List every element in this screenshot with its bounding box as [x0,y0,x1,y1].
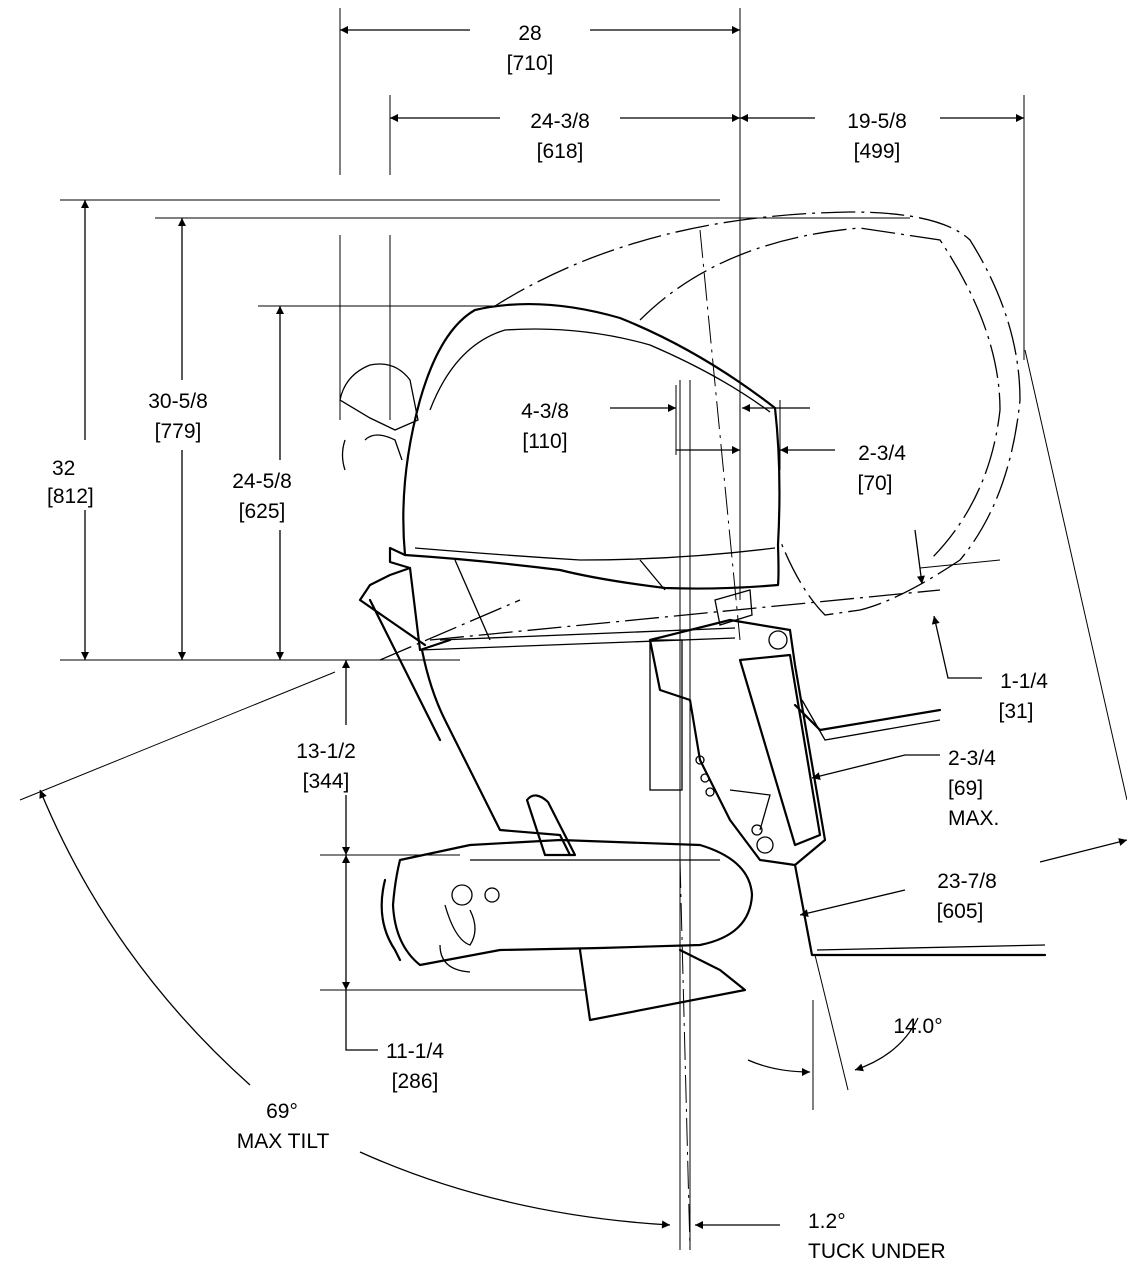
height-tilted-mm: [779] [155,420,202,443]
transom-height-mm: [344] [303,770,350,793]
swing-radius-mm: [605] [937,900,984,923]
width-rear-in: 19-5/8 [847,110,907,133]
dimension-labels: 28 [710] 24-3/8 [618] 19-5/8 [499] 32 [8… [47,22,1048,1263]
transom-clear-mm: [31] [998,700,1033,723]
width-front-mm: [618] [537,140,584,163]
tilted-cowl-phantom [379,211,1021,661]
bracket-max-in: 2-3/4 [948,747,996,770]
dimension-lines [19,26,1127,1229]
engine-cowl [358,302,781,652]
height-cowl-in: 24-5/8 [232,470,292,493]
transom-angle-label: 14.0° [893,1015,942,1038]
height-overall-in: 32 [52,457,75,480]
width-overall-in: 28 [518,22,541,45]
tuck-under-label: 1.2° [808,1210,846,1233]
cowl-offset-mm: [110] [522,430,567,453]
bracket-max-note: MAX. [948,807,999,830]
height-tilted-in: 30-5/8 [148,390,208,413]
transom-clear-in: 1-1/4 [1000,670,1048,693]
mounting-bracket [648,589,827,867]
width-front-in: 24-3/8 [530,110,590,133]
cowl-rear-in: 2-3/4 [858,442,906,465]
gearcase-mm: [286] [392,1070,439,1093]
gearcase-in: 11-1/4 [386,1040,444,1063]
swing-radius-in: 23-7/8 [937,870,997,893]
height-cowl-mm: [625] [239,500,286,523]
bracket-max-mm: [69] [948,777,983,800]
width-rear-mm: [499] [854,140,901,163]
cowl-rear-details [339,363,419,471]
gearcase [380,794,754,1251]
width-overall-mm: [710] [507,52,554,75]
transom-height-in: 13-1/2 [296,740,356,763]
max-tilt-note: MAX TILT [237,1130,330,1153]
cowl-rear-mm: [70] [857,472,892,495]
height-overall-mm: [812] [47,485,94,508]
tuck-under-note: TUCK UNDER [808,1240,946,1263]
max-tilt-label: 69° [266,1100,298,1123]
transom [793,699,1047,957]
cowl-offset-in: 4-3/8 [521,400,569,423]
